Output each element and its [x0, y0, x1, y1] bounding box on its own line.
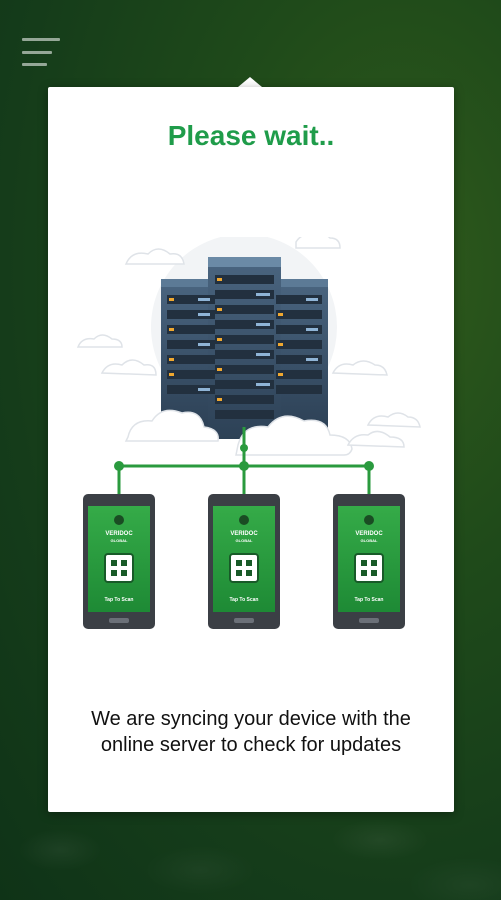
phone-2 [208, 494, 280, 629]
sync-dialog: Please wait.. [48, 87, 454, 812]
server-rack-center [208, 257, 281, 439]
qr-code-icon [354, 553, 384, 583]
cloud-icon [76, 237, 421, 428]
veridoc-logo-icon [239, 515, 249, 525]
server-units [167, 275, 322, 419]
connection-nodes [114, 444, 374, 471]
phone-scan-label: Tap To Scan [105, 597, 134, 603]
sync-illustration: VERIDOC GLOBAL Tap To Scan VERIDOC GLOBA… [76, 237, 421, 629]
phone-tagline: GLOBAL [111, 538, 128, 543]
cloud-icon [124, 409, 405, 456]
veridoc-logo-icon [114, 515, 124, 525]
phone-scan-label: Tap To Scan [230, 597, 259, 603]
menu-button[interactable] [22, 38, 62, 66]
menu-line [22, 63, 47, 66]
phone-brand: VERIDOC [105, 531, 133, 537]
veridoc-logo-icon [364, 515, 374, 525]
phone-brand: VERIDOC [230, 531, 258, 537]
menu-line [22, 50, 52, 54]
phone-1 [83, 494, 155, 629]
qr-code-icon [104, 553, 134, 583]
menu-line [22, 38, 60, 41]
phone-tagline: GLOBAL [361, 538, 378, 543]
server-lights [169, 278, 283, 401]
phone-3 [333, 494, 405, 629]
phone-tagline: GLOBAL [236, 538, 253, 543]
sync-message: We are syncing your device with the onli… [91, 708, 411, 756]
dialog-title: Please wait.. [167, 120, 335, 151]
server-leds [198, 293, 318, 391]
qr-code-icon [229, 553, 259, 583]
phone-brand: VERIDOC [355, 531, 383, 537]
phone-scan-label: Tap To Scan [355, 597, 384, 603]
dialog-pointer [238, 77, 262, 87]
